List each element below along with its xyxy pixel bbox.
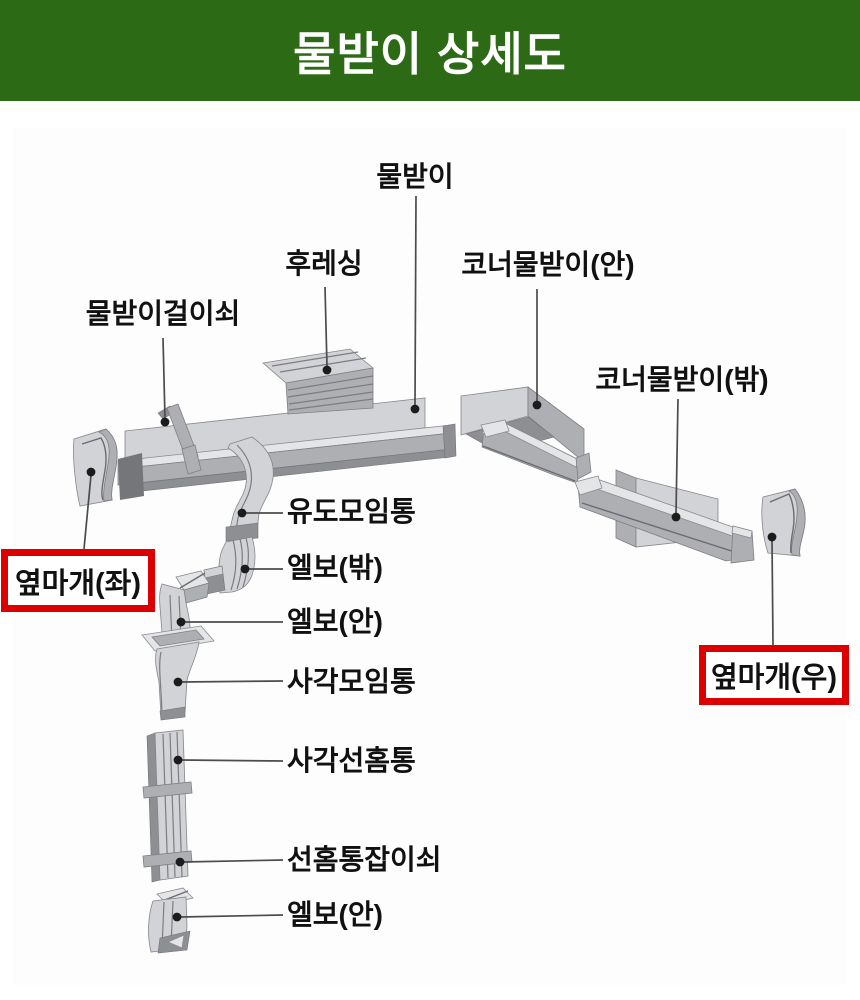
elbow-outer-part: [203, 536, 256, 595]
header-bar: 물받이 상세도: [0, 0, 860, 101]
side-cap-left-part: [73, 428, 118, 507]
elbow-inner-bottom-part: [148, 887, 194, 954]
label-gutter-hanger: 물받이걸이쇠: [85, 298, 241, 329]
gutter-part: [117, 397, 457, 500]
square-funnel-box-part: [141, 625, 215, 721]
leader-lines: [83, 195, 774, 918]
page-title: 물받이 상세도: [293, 27, 567, 80]
label-elbow-inner-bottom: 엘보(안): [287, 899, 383, 930]
label-downspout-bracket: 선홈통잡이쇠: [287, 844, 442, 875]
label-funnel-box: 유도모임통: [287, 496, 416, 527]
label-side-cap-left-text: 옆마개(좌): [14, 567, 142, 600]
label-square-funnel-box: 사각모임통: [287, 666, 416, 697]
elbow-inner-part: [159, 570, 210, 646]
gutter-hanger-part: [157, 403, 202, 475]
corner-gutter-inner-part: [460, 386, 592, 484]
corner-gutter-outer-part: [574, 469, 755, 564]
label-elbow-inner: 엘보(안): [287, 606, 383, 637]
label-corner-gutter-outer: 코너물받이(밖): [595, 364, 769, 395]
square-downspout-part: [142, 729, 193, 883]
label-side-cap-left-highlighted: 옆마개(좌): [1, 549, 155, 612]
label-gutter: 물받이: [376, 161, 454, 192]
label-flashing: 후레싱: [285, 248, 363, 279]
label-side-cap-right-text: 옆마개(우): [710, 662, 838, 694]
label-corner-gutter-inner: 코너물받이(안): [461, 249, 635, 280]
flashing-part: [262, 348, 374, 415]
label-side-cap-right-highlighted: 옆마개(우): [699, 645, 849, 705]
leader-dots: [86, 365, 777, 922]
side-cap-right-part: [761, 488, 806, 557]
label-elbow-outer: 엘보(밖): [287, 552, 383, 583]
label-square-downspout: 사각선홈통: [287, 745, 416, 776]
